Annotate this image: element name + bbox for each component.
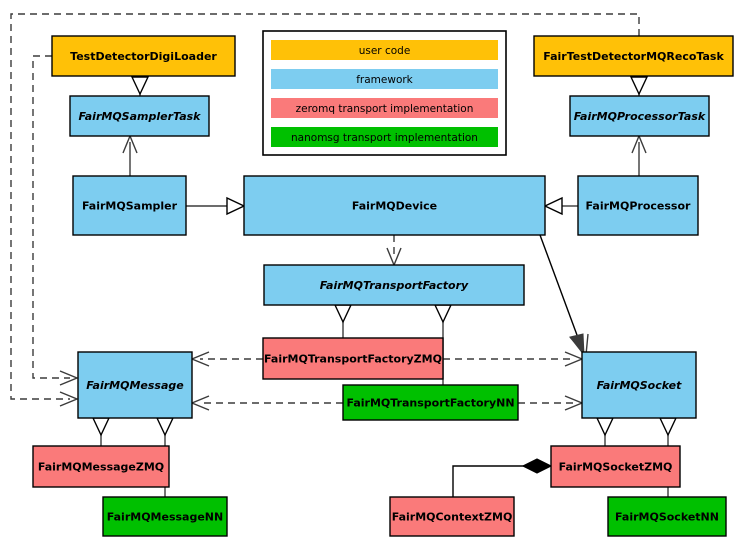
class-box-label: TestDetectorDigiLoader [70,50,217,63]
edge-socketzmq-composition-diamond [521,458,553,474]
edge-tfnn-to-tf-triangle [433,304,453,324]
class-box-rect [51,35,236,77]
legend-swatch [271,40,498,60]
class-box-rect [389,496,515,537]
class-box-rect [533,35,734,77]
class-box-rect [32,445,170,488]
legend-item-3: nanomsg transport implementation [271,127,498,147]
legend-item-2: zeromq transport implementation [271,98,498,118]
class-box-FairMQProcessorTask[interactable]: FairMQProcessorTask [569,95,710,137]
edge-digiloader-to-message-arrowhead [59,370,79,386]
edge-recotask-to-message-arrowhead [59,391,79,407]
class-box-label: FairMQDevice [352,200,437,213]
edge-socketzmq-to-socket-triangle [595,417,615,437]
edge-messagezmq-to-message-triangle [91,417,111,437]
edge-recotask-to-message [10,13,640,400]
edge-device-to-socket [539,234,585,355]
class-box-rect [72,175,187,236]
edge-socketzmq-to-contextzmq [452,465,536,497]
class-box-label: FairMQSocketZMQ [559,461,673,474]
edge-processor-to-device-triangle [543,196,563,216]
class-box-FairMQProcessor[interactable]: FairMQProcessor [577,175,699,236]
legend-swatch [271,127,498,147]
edge-tfzmq-to-tf-triangle [333,304,353,324]
class-box-rect [581,351,697,419]
legend-item-0: user code [271,40,498,60]
class-box-FairTestDetectorMQRecoTask[interactable]: FairTestDetectorMQRecoTask [533,35,734,77]
class-box-FairMQSampler[interactable]: FairMQSampler [72,175,187,236]
class-box-label: FairMQMessage [86,379,184,392]
class-box-FairMQSocketZMQ[interactable]: FairMQSocketZMQ [550,445,681,488]
class-box-FairMQMessage[interactable]: FairMQMessage [77,351,193,419]
class-box-label: FairMQTransportFactoryZMQ [264,353,442,366]
class-box-FairMQTransportFactory[interactable]: FairMQTransportFactory [263,264,525,306]
legend-swatch [271,98,498,118]
edge-socketnn-to-socket-triangle [658,417,678,437]
class-box-FairMQMessageNN[interactable]: FairMQMessageNN [102,496,228,537]
edge-recotask-to-processortask-triangle [629,76,649,96]
edge-digiloader-to-samplertask-triangle [130,76,150,96]
class-box-label: FairMQMessageNN [107,511,223,524]
class-box-label: FairMQProcessorTask [574,110,706,123]
legend-label: nanomsg transport implementation [291,132,478,144]
legend-label: framework [356,74,413,86]
node-layer: TestDetectorDigiLoader FairTestDetectorMQ… [32,35,734,537]
class-box-TestDetectorDigiLoader[interactable]: TestDetectorDigiLoader [51,35,236,77]
legend-label: zeromq transport implementation [296,103,474,115]
edge-messagenn-to-message-triangle [155,417,175,437]
class-box-label: FairMQProcessor [586,200,691,213]
class-box-label: FairTestDetectorMQRecoTask [543,50,724,63]
class-box-FairMQDevice[interactable]: FairMQDevice [243,175,546,236]
class-box-label: FairMQMessageZMQ [38,461,164,474]
class-box-FairMQSocket[interactable]: FairMQSocket [581,351,697,419]
class-box-rect [77,351,193,419]
class-box-rect [263,264,525,306]
class-box-rect [342,384,519,421]
class-box-FairMQMessageZMQ[interactable]: FairMQMessageZMQ [32,445,170,488]
class-box-rect [102,496,228,537]
class-box-FairMQSocketNN[interactable]: FairMQSocketNN [607,496,727,537]
class-box-label: FairMQTransportFactoryNN [346,397,514,410]
class-box-FairMQSamplerTask[interactable]: FairMQSamplerTask [69,95,210,137]
class-box-label: FairMQSocket [597,379,683,392]
class-box-FairMQContextZMQ[interactable]: FairMQContextZMQ [389,496,515,537]
class-box-label: FairMQTransportFactory [320,279,469,292]
class-box-rect [243,175,546,236]
class-box-FairMQTransportFactoryZMQ[interactable]: FairMQTransportFactoryZMQ [262,337,444,380]
class-box-label: FairMQSocketNN [615,511,719,524]
edge-digiloader-to-message [32,55,70,379]
class-box-rect [577,175,699,236]
class-box-label: FairMQSampler [82,200,178,213]
class-box-FairMQTransportFactoryNN[interactable]: FairMQTransportFactoryNN [342,384,519,421]
class-box-label: FairMQContextZMQ [392,511,513,524]
legend-swatch [271,69,498,89]
color-legend: user code framework zeromq transport imple… [262,30,507,156]
class-box-rect [607,496,727,537]
class-box-label: FairMQSamplerTask [79,110,202,123]
class-box-rect [550,445,681,488]
legend-item-1: framework [271,69,498,89]
class-box-rect [69,95,210,137]
legend-label: user code [359,45,411,57]
class-box-rect [262,337,444,380]
edge-sampler-to-device-triangle [226,196,246,216]
class-box-rect [569,95,710,137]
